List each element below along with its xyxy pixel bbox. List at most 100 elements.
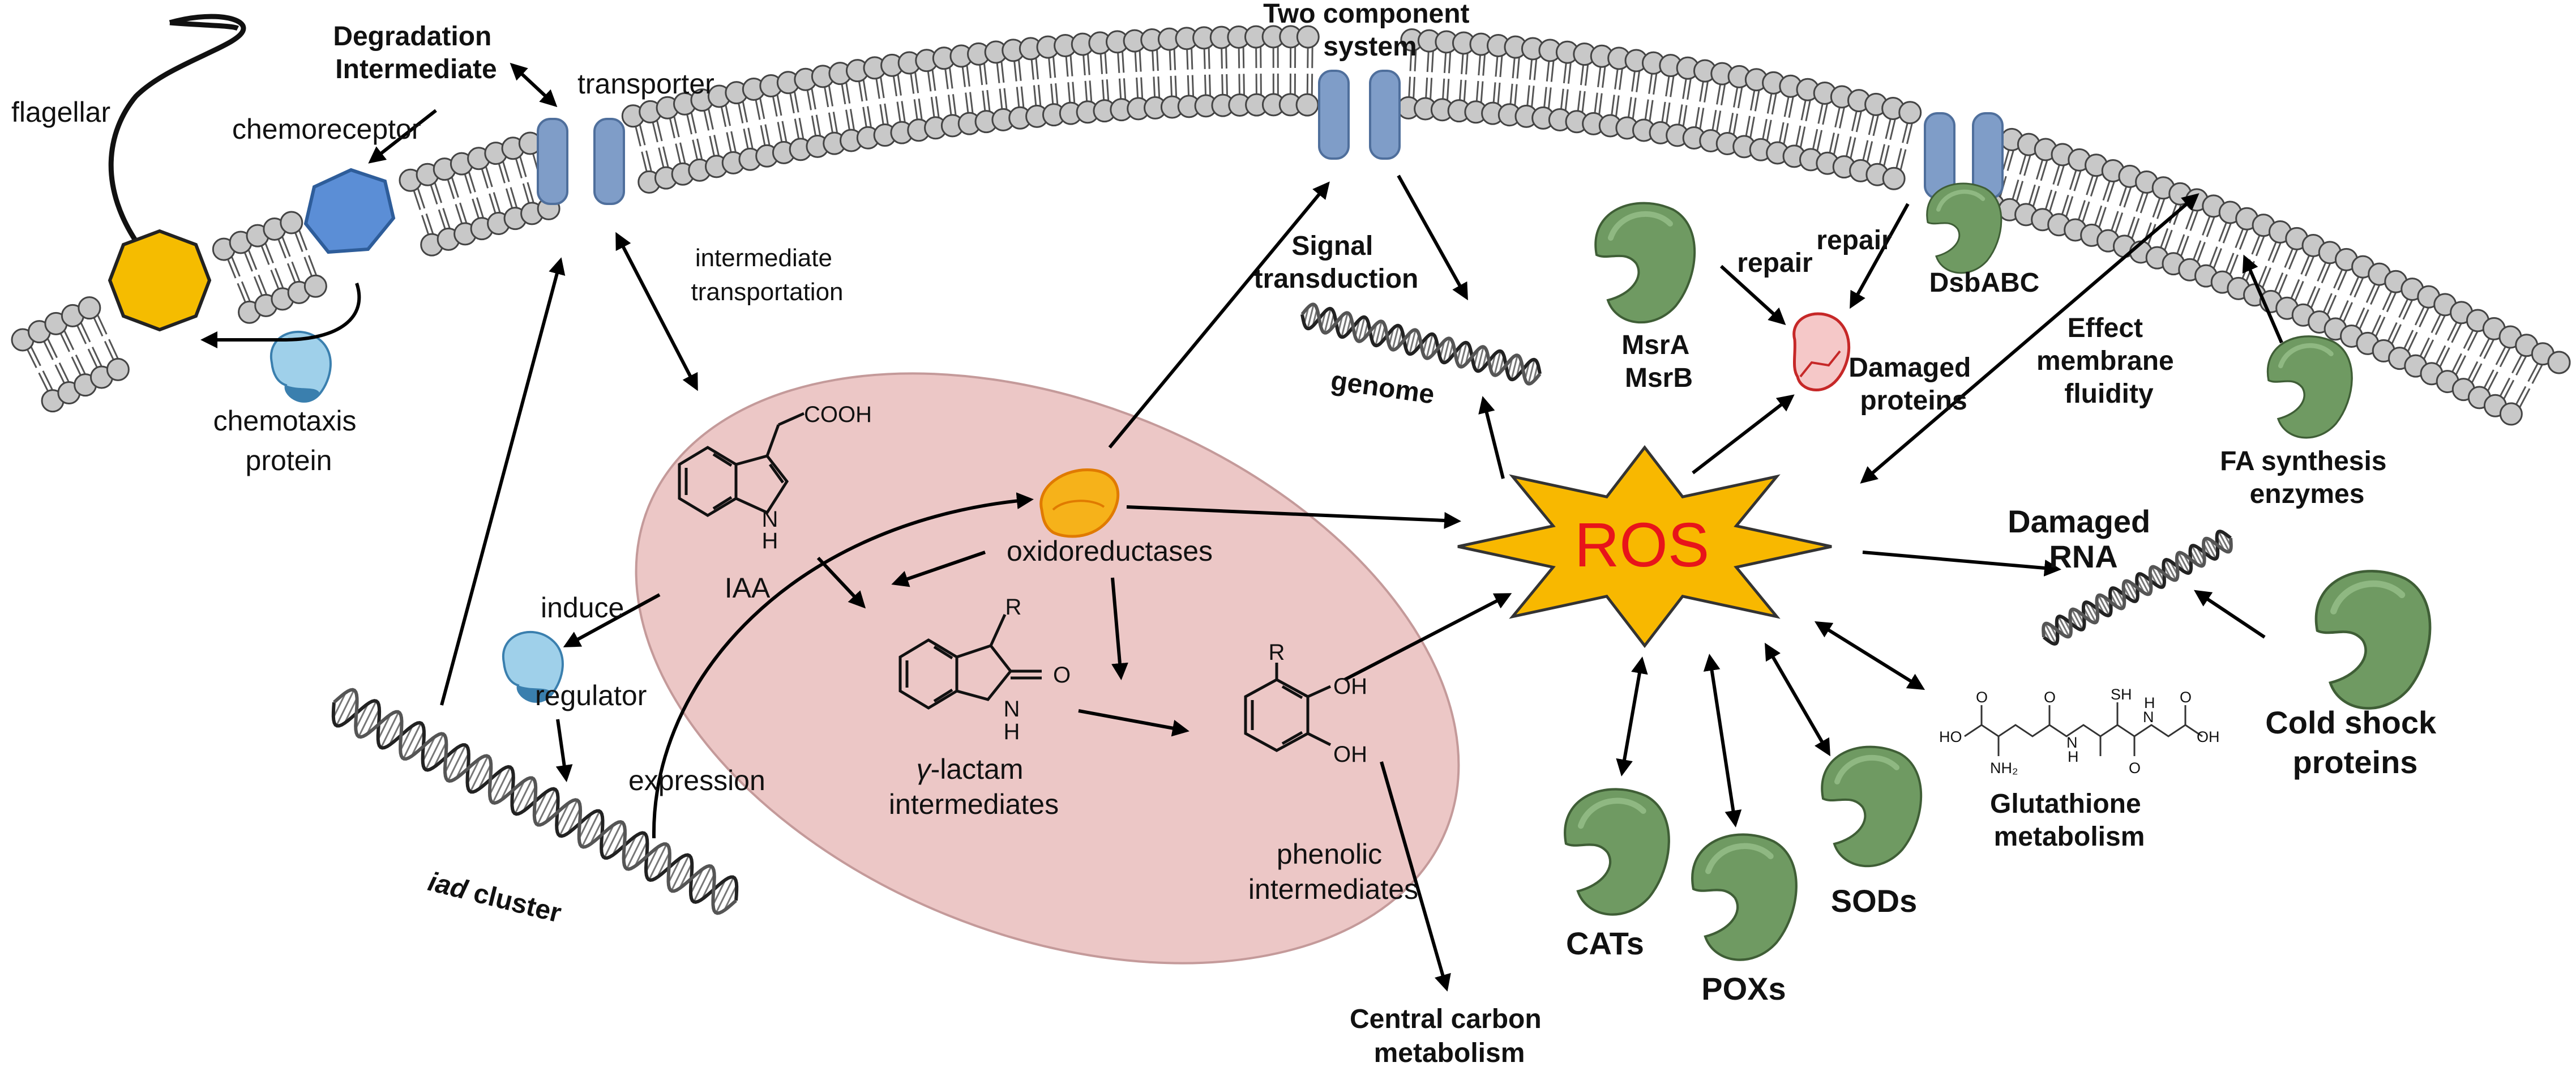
glut-o-3: O: [2129, 760, 2141, 777]
transporter-label: transporter: [577, 68, 714, 100]
iad-cluster-dna-icon: [331, 688, 739, 915]
iad-cluster-label: iad cluster: [425, 867, 564, 929]
glut-o-4: O: [2180, 689, 2192, 706]
cell-cytoplasm-ellipse: [635, 372, 1460, 965]
damaged-protein-icon: [1792, 312, 1851, 391]
arrow-chemoreceptor-chemotaxis: [200, 283, 361, 348]
arrow-regulator-iad: [555, 719, 573, 782]
glut-h-2: H: [2144, 694, 2155, 711]
glut-sh: SH: [2111, 686, 2132, 703]
flagellar-motor-icon: [108, 229, 212, 332]
damaged-rna-label: Damaged RNA: [2008, 504, 2159, 574]
arrow-ros-rna: [1862, 551, 2061, 577]
cats-label: CATs: [1566, 925, 1644, 961]
degradation-line-1: Degradation: [333, 22, 491, 52]
ros-label: ROS: [1574, 510, 1709, 580]
glut-h-1: H: [2068, 748, 2079, 765]
chemoreceptor-icon: [303, 168, 396, 254]
arrow-oxidoreductase-down: [1111, 577, 1128, 680]
genome-label: genome: [1329, 366, 1436, 410]
glut-nh2: NH₂: [1990, 760, 2018, 777]
arrow-ros-membrane-fluidity: [1860, 193, 2200, 484]
two-component-system-label: Two component system: [1263, 0, 1477, 62]
arrow-expression: [652, 492, 1034, 839]
chemoreceptor-label: chemoreceptor: [232, 113, 421, 145]
phenolic-r-label: R: [1269, 640, 1285, 665]
regulator-label: regulator: [535, 680, 647, 711]
arrow-lactam-to-phenolic: [1078, 709, 1189, 737]
phenolic-structure: [1244, 663, 1332, 752]
arrow-phenolic-ros: [1343, 593, 1512, 681]
arrow-degradation-chemoreceptor: [368, 109, 437, 164]
chemotaxis-protein-label: chemotaxis protein: [213, 405, 365, 476]
arrow-two-component-genome: [1397, 174, 1468, 301]
phenolic-intermediates-label: phenolic intermediates: [1248, 838, 1418, 905]
damaged-rna-icon: [2042, 530, 2233, 646]
gamma-lactam-structure: [898, 613, 1042, 710]
arrow-transport-intermediate: [615, 232, 698, 391]
cooh-label: COOH: [804, 402, 872, 427]
glut-o-1: O: [1976, 689, 1988, 706]
sods-label: SODs: [1831, 883, 1918, 919]
sods-enzyme-icon: [1821, 745, 1923, 868]
lactam-r-label: R: [1005, 595, 1022, 620]
arrow-fa-membrane: [2242, 254, 2283, 344]
cats-enzyme-icon: [1564, 788, 1670, 916]
arrow-degradation-transporter: [510, 62, 558, 108]
iaa-label: IAA: [725, 572, 771, 604]
lactam-o-label: O: [1053, 663, 1071, 688]
arrow-ros-glutathione: [1814, 621, 1925, 690]
arrow-iad-to-transporter: [440, 257, 566, 706]
arrow-induce-regulator: [563, 593, 661, 647]
glut-oh: OH: [2197, 728, 2220, 745]
lipid-bilayer-membrane: [11, 25, 2571, 426]
dsbabc-enzyme-icon: [1926, 182, 2002, 274]
central-carbon-metabolism-label: Central carbon metabolism: [1350, 1004, 1549, 1068]
arrow-oxido-signal: [1108, 181, 1330, 449]
phenolic-oh-1-label: OH: [1333, 674, 1367, 699]
glutathione-metabolism-label: Glutathione metabolism: [1990, 789, 2149, 852]
two-component-system-channel: [1318, 70, 1401, 160]
arrow-ros-cats: [1616, 656, 1648, 777]
flagellar-label: flagellar: [11, 96, 110, 128]
arrow-ros-poxs: [1703, 654, 1742, 827]
cold-shock-proteins-label: Cold shock proteins: [2265, 705, 2445, 780]
cold-shock-enzyme-icon: [2314, 570, 2432, 710]
arrow-phenolic-central: [1380, 761, 1451, 992]
transporter-channel: [537, 118, 625, 205]
fa-synthesis-enzyme-icon: [2266, 335, 2353, 439]
glut-ho: HO: [1939, 728, 1962, 745]
arrow-iaa-to-lactam: [816, 556, 866, 609]
arrow-msr-damaged: [1719, 265, 1786, 326]
regulator-icon: [502, 630, 564, 703]
msra-msrb-label: MsrA MsrB: [1621, 330, 1696, 393]
degradation-intermediate-label: Degradation Intermediate: [333, 22, 499, 84]
genome-dna-icon: [1300, 302, 1542, 386]
arrow-ros-genome: [1478, 396, 1505, 479]
arrow-oxido-ros: [1126, 505, 1461, 529]
chemotaxis-protein-icon: [269, 330, 332, 403]
fa-synthesis-enzymes-label: FA synthesis enzymes: [2220, 446, 2394, 509]
oxidoreductase-icon: [1039, 468, 1120, 538]
arrow-coldshock-rna: [2194, 590, 2266, 639]
induce-label: induce: [541, 592, 624, 624]
gamma-lactam-label: γ-lactam intermediates: [889, 753, 1059, 820]
iaa-structure: [678, 412, 805, 517]
glut-o-2: O: [2044, 689, 2056, 706]
arrow-ros-damaged: [1692, 394, 1795, 475]
glutathione-structure: [1964, 702, 2203, 756]
arrow-ros-sods: [1764, 642, 1831, 757]
poxs-enzyme-icon: [1691, 833, 1798, 961]
oxidoreductases-label: oxidoreductases: [1007, 535, 1213, 567]
poxs-label: POXs: [1701, 971, 1786, 1006]
phenolic-oh-2-label: OH: [1333, 742, 1367, 767]
repair-label-2: repair: [1816, 225, 1892, 255]
repair-label-1: repair: [1737, 248, 1812, 278]
effect-membrane-fluidity-label: Effect membrane fluidity: [2036, 313, 2181, 409]
damaged-proteins-label: Damaged proteins: [1848, 353, 1978, 416]
flagellum-icon: [108, 14, 246, 251]
dsbabc-label: DsbABC: [1929, 268, 2040, 298]
ros-star: ROS: [1457, 445, 1832, 649]
